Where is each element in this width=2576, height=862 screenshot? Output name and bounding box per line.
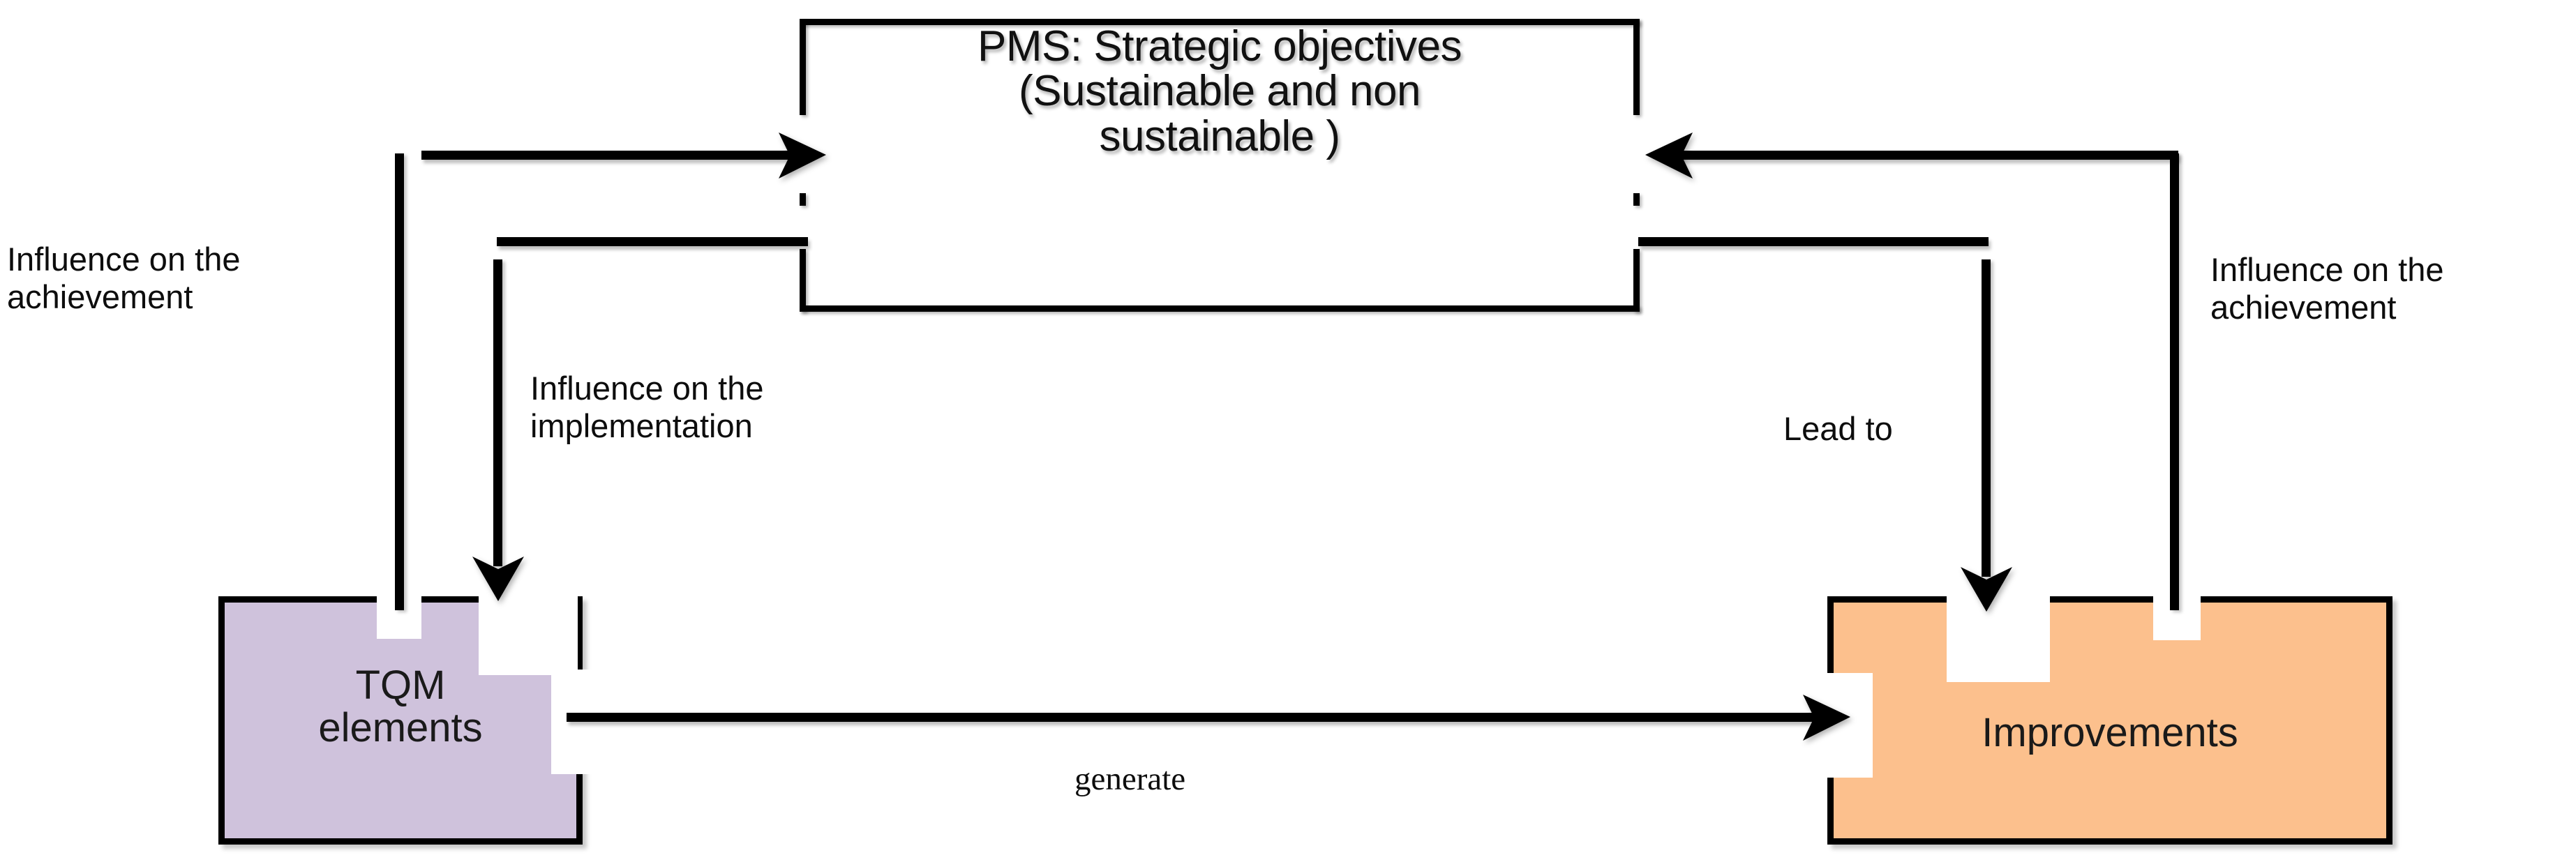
arrowhead-right-into-pms-left: [773, 127, 836, 184]
notch-tqm-arrow-down: [479, 591, 578, 675]
pms-border-left-upper: [800, 19, 806, 115]
edge-left-implementation-vertical: [493, 259, 502, 566]
arrowhead-down-into-improvements: [1955, 561, 2018, 619]
improvements-node-label: Improvements: [1982, 710, 2238, 755]
pms-border-top: [800, 19, 1640, 25]
edge-left-achievement-vertical: [395, 153, 404, 610]
arrowhead-left-into-pms-right: [1635, 127, 1698, 184]
label-lead-to: Lead to: [1783, 410, 1893, 447]
pms-border-right-lower: [1633, 249, 1640, 312]
pms-border-bottom: [800, 305, 1640, 312]
edge-lead-to-horizontal: [1638, 237, 1989, 246]
tqm-node-label: TQM elements: [318, 663, 483, 751]
node-improvements[interactable]: [1827, 596, 2392, 845]
pms-border-left-middle: [800, 193, 806, 206]
label-generate: generate: [1074, 761, 1186, 797]
node-pms-strategic-objectives[interactable]: PMS: Strategic objectives (Sustainable a…: [800, 19, 1640, 312]
arrowhead-right-into-improvements: [1797, 689, 1860, 746]
edge-right-achievement-horizontal: [1675, 151, 2178, 160]
edge-left-implementation-horizontal: [497, 237, 808, 246]
notch-tqm-right-exit: [551, 670, 593, 774]
label-left-influence-implementation: Influence on the implementation: [530, 370, 764, 444]
edge-lead-to-vertical: [1982, 259, 1991, 577]
notch-imp-arrow-down: [1947, 591, 2050, 682]
edge-right-achievement-vertical: [2170, 153, 2179, 610]
pms-border-left-lower: [800, 249, 806, 312]
pms-node-label: PMS: Strategic objectives (Sustainable a…: [978, 22, 1462, 160]
edge-generate-horizontal: [567, 713, 1822, 722]
pms-border-right-middle: [1633, 193, 1640, 206]
edge-left-achievement-horizontal: [421, 151, 802, 160]
label-left-influence-achievement: Influence on the achievement: [7, 241, 241, 315]
pms-border-right-upper: [1633, 19, 1640, 115]
label-right-influence-achievement: Influence on the achievement: [2210, 251, 2444, 326]
arrowhead-down-into-tqm: [467, 551, 530, 608]
